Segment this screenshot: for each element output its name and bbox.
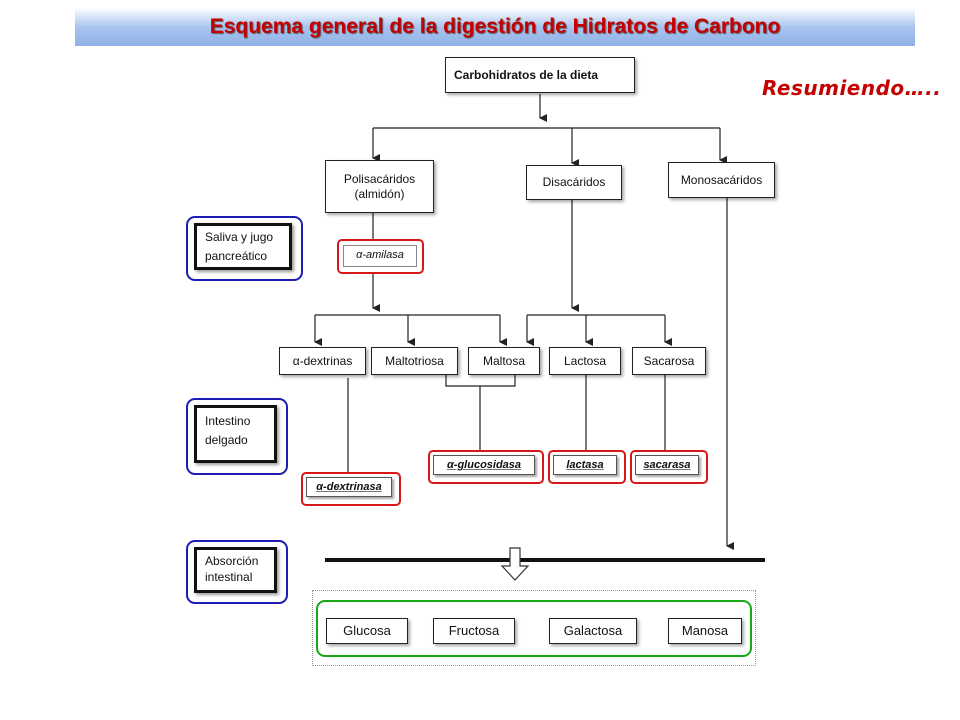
- products-frame: [316, 600, 752, 657]
- enzyme-sacarasa: sacarasa: [635, 455, 699, 475]
- product-glucosa: Glucosa: [326, 618, 408, 644]
- box-maltosa: Maltosa: [468, 347, 540, 375]
- box-polisacaridos: Polisacáridos (almidón): [325, 160, 434, 213]
- stage-saliva-frame: [186, 216, 303, 281]
- enzyme-glucosidasa: α-glucosidasa: [433, 455, 535, 475]
- glucosidasa-frame: [428, 450, 544, 484]
- enzyme-dextrinasa-label: α-dextrinasa: [316, 481, 382, 493]
- enzyme-sacarasa-label: sacarasa: [643, 459, 691, 471]
- box-monosacaridos-label: Monosacáridos: [680, 172, 763, 187]
- enzyme-dextrinasa: α-dextrinasa: [306, 477, 392, 497]
- page-title: Esquema general de la digestión de Hidra…: [209, 15, 781, 38]
- product-galactosa: Galactosa: [549, 618, 637, 644]
- box-carbohidratos: Carbohidratos de la dieta: [445, 57, 635, 93]
- box-carbohidratos-label: Carbohidratos de la dieta: [454, 67, 599, 82]
- bracket-maltose: [445, 374, 516, 387]
- box-dextrinas-label: α-dextrinas: [292, 353, 353, 368]
- stage-absorcion-label: Absorción intestinal: [205, 554, 259, 584]
- enzyme-lactasa: lactasa: [553, 455, 617, 475]
- stage-absorcion-frame: [186, 540, 288, 604]
- box-maltosa-label: Maltosa: [482, 353, 526, 368]
- stage-saliva-label: Saliva y jugo pancreático: [205, 230, 274, 264]
- box-monosacaridos: Monosacáridos: [668, 162, 775, 198]
- box-maltotriosa-label: Maltotriosa: [385, 353, 444, 368]
- dextrinasa-frame: [301, 472, 401, 506]
- product-manosa-label: Manosa: [681, 622, 729, 638]
- product-manosa: Manosa: [668, 618, 742, 644]
- product-fructosa: Fructosa: [433, 618, 515, 644]
- enzyme-lactasa-label: lactasa: [566, 459, 604, 471]
- product-galactosa-label: Galactosa: [563, 622, 623, 638]
- absorption-arrow-icon: [500, 547, 530, 581]
- amilasa-box: α-amilasa: [343, 245, 417, 267]
- lactasa-frame: [548, 450, 626, 484]
- box-sacarosa-label: Sacarosa: [643, 353, 695, 368]
- amilasa-frame: [337, 239, 424, 274]
- box-disacaridos: Disacáridos: [526, 165, 622, 200]
- products-dotted-area: [312, 590, 756, 666]
- box-dextrinas: α-dextrinas: [279, 347, 366, 375]
- box-lactosa: Lactosa: [549, 347, 621, 375]
- title-bar: Esquema general de la digestión de Hidra…: [75, 8, 915, 46]
- sacarasa-frame: [630, 450, 708, 484]
- box-polisacaridos-label: Polisacáridos (almidón): [343, 171, 416, 201]
- stage-saliva: Saliva y jugo pancreático: [194, 223, 292, 270]
- stage-absorcion: Absorción intestinal: [194, 547, 277, 593]
- summary-label: Resumiendo…..: [762, 76, 942, 100]
- stage-intestino-frame: [186, 398, 288, 475]
- box-sacarosa: Sacarosa: [632, 347, 706, 375]
- box-disacaridos-label: Disacáridos: [542, 175, 606, 189]
- product-fructosa-label: Fructosa: [448, 622, 500, 638]
- box-lactosa-label: Lactosa: [563, 353, 607, 368]
- box-maltotriosa: Maltotriosa: [371, 347, 458, 375]
- amilasa-label: α-amilasa: [356, 249, 404, 262]
- product-glucosa-label: Glucosa: [343, 622, 391, 638]
- stage-intestino: Intestino delgado: [194, 405, 277, 463]
- stage-intestino-label: Intestino delgado: [205, 414, 251, 448]
- enzyme-glucosidasa-label: α-glucosidasa: [446, 459, 522, 471]
